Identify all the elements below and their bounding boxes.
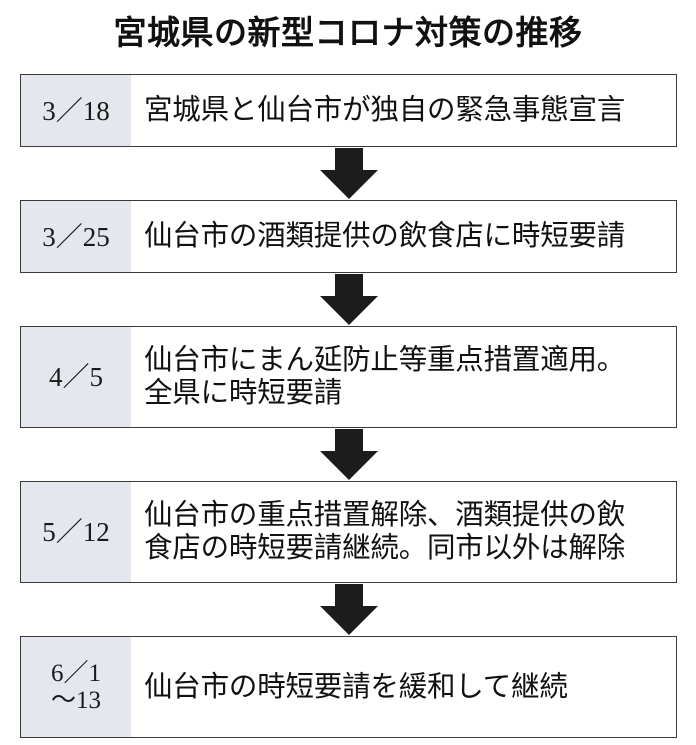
page-title: 宮城県の新型コロナ対策の推移	[113, 14, 583, 51]
timeline-text-cell: 仙台市の時短要請を緩和して継続	[131, 637, 676, 737]
timeline-date-cell: 4／5	[21, 327, 131, 427]
text-line: 仙台市の酒類提供の飲食店に時短要請	[144, 220, 626, 252]
text-line: 宮城県と仙台市が独自の緊急事態宣言	[144, 94, 626, 126]
text-line: 仙台市の重点措置解除、酒類提供の飲	[144, 499, 626, 531]
date-line: 3／18	[42, 95, 110, 126]
timeline-row: 5／12 仙台市の重点措置解除、酒類提供の飲 食店の時短要請継続。同市以外は解除	[20, 481, 677, 583]
timeline-text-cell: 仙台市にまん延防止等重点措置適用。 全県に時短要請	[131, 327, 676, 427]
timeline-text-cell: 仙台市の重点措置解除、酒類提供の飲 食店の時短要請継続。同市以外は解除	[131, 482, 676, 582]
arrow-down-icon	[319, 148, 378, 199]
timeline-date-cell: 3／18	[21, 75, 131, 146]
text-line: 全県に時短要請	[144, 377, 343, 409]
text-line: 仙台市にまん延防止等重点措置適用。	[144, 344, 626, 376]
text-line: 食店の時短要請継続。同市以外は解除	[144, 532, 626, 564]
timeline-date-cell: 3／25	[21, 201, 131, 272]
timeline-date-cell: 6／1 ～13	[21, 637, 131, 737]
arrow-connector	[20, 583, 677, 636]
timeline-row: 4／5 仙台市にまん延防止等重点措置適用。 全県に時短要請	[20, 326, 677, 428]
text-line: 仙台市の時短要請を緩和して継続	[144, 670, 568, 703]
arrow-connector	[20, 273, 677, 326]
arrow-connector	[20, 428, 677, 481]
arrow-connector	[20, 147, 677, 200]
timeline-row: 3／18 宮城県と仙台市が独自の緊急事態宣言	[20, 74, 677, 147]
timeline-text-cell: 宮城県と仙台市が独自の緊急事態宣言	[131, 75, 676, 146]
date-line: 4／5	[49, 362, 103, 392]
arrow-down-icon	[319, 274, 378, 325]
timeline-date-cell: 5／12	[21, 482, 131, 582]
date-line: ～13	[50, 687, 101, 714]
date-line: 5／12	[42, 517, 110, 547]
arrow-down-icon	[319, 584, 378, 635]
timeline-text-cell: 仙台市の酒類提供の飲食店に時短要請	[131, 201, 676, 272]
date-line: 6／1	[50, 660, 101, 687]
timeline-row: 3／25 仙台市の酒類提供の飲食店に時短要請	[20, 200, 677, 273]
date-line: 3／25	[42, 221, 110, 252]
arrow-down-icon	[319, 429, 378, 480]
timeline-row: 6／1 ～13 仙台市の時短要請を緩和して継続	[20, 636, 677, 738]
timeline-flow: 3／18 宮城県と仙台市が独自の緊急事態宣言 3／25 仙台市の酒類提供の飲食店…	[20, 74, 677, 738]
